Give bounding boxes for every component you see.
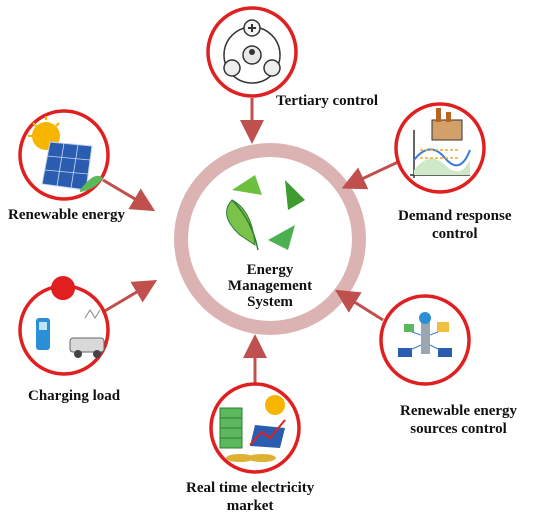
center-label-line2: Management [227, 278, 313, 294]
node-renewable [18, 109, 110, 201]
node-market [209, 382, 301, 474]
label-sources-line2: sources control [410, 421, 507, 437]
label-market-line2: market [226, 498, 274, 514]
recycle-leaf-icon [226, 175, 305, 251]
node-demand [394, 102, 486, 194]
center-ring [174, 143, 366, 335]
label-sources-line1: Renewable energy [400, 403, 518, 419]
label-market-line1: Real time electricity [186, 480, 315, 496]
label-demand-line1: Demand response [398, 208, 512, 224]
label-tertiary: Tertiary control [276, 93, 379, 109]
label-demand: Demand response control [398, 207, 511, 243]
arrow-demand [341, 160, 399, 190]
center-label-line3: System [247, 294, 293, 310]
label-market: Real time electricity market [186, 479, 314, 515]
arrows [102, 98, 399, 385]
node-tertiary [206, 6, 298, 98]
arrow-sources [334, 289, 384, 322]
node-charging [18, 276, 110, 376]
center-label-line1: Energy [246, 262, 294, 278]
arrow-charging [102, 279, 158, 314]
label-demand-line2: control [431, 226, 478, 242]
label-sources: Renewable energy sources control [400, 402, 517, 438]
label-renewable: Renewable energy [8, 207, 126, 223]
center-label: Energy Management System [215, 262, 325, 310]
node-sources [379, 294, 471, 386]
arrow-renewable [102, 178, 156, 212]
label-charging: Charging load [28, 388, 121, 404]
